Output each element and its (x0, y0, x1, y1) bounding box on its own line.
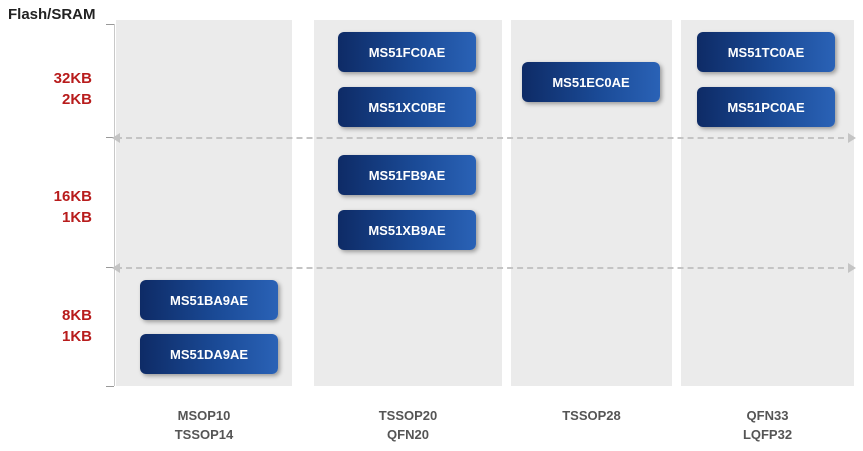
divider-arrow-left-icon (112, 133, 120, 143)
part-ms51pc0ae[interactable]: MS51PC0AE (697, 87, 835, 127)
package-line: MSOP10 (177, 408, 231, 423)
package-line: TSSOP28 (562, 408, 621, 423)
part-ms51fb9ae[interactable]: MS51FB9AE (338, 155, 476, 195)
package-column-qfn33 (681, 20, 854, 386)
y-axis-tick (106, 24, 114, 25)
tier-flash: 32KB (53, 70, 92, 87)
divider-arrow-right-icon (848, 263, 856, 273)
tier-divider-lower (116, 267, 854, 269)
package-label-msop10: MSOP10 TSSOP14 (116, 406, 292, 444)
package-line: LQFP32 (742, 427, 793, 442)
divider-arrow-right-icon (848, 133, 856, 143)
tier-flash: 16KB (53, 188, 92, 205)
part-ms51ba9ae[interactable]: MS51BA9AE (140, 280, 278, 320)
tier-label-8kb: 8KB 1KB (14, 305, 92, 347)
y-axis (114, 24, 115, 386)
part-ms51xb9ae[interactable]: MS51XB9AE (338, 210, 476, 250)
tier-sram: 2KB (61, 91, 92, 108)
tier-label-16kb: 16KB 1KB (14, 186, 92, 228)
package-line: QFN33 (746, 408, 789, 423)
part-ms51da9ae[interactable]: MS51DA9AE (140, 334, 278, 374)
tier-sram: 1KB (61, 209, 92, 226)
package-line: QFN20 (387, 427, 429, 442)
package-label-tssop20: TSSOP20 QFN20 (314, 406, 502, 444)
package-label-qfn33: QFN33 LQFP32 (681, 406, 854, 444)
tier-sram: 1KB (61, 328, 92, 345)
package-label-tssop28: TSSOP28 (511, 406, 672, 425)
part-ms51ec0ae[interactable]: MS51EC0AE (522, 62, 660, 102)
part-ms51tc0ae[interactable]: MS51TC0AE (697, 32, 835, 72)
divider-arrow-left-icon (112, 263, 120, 273)
axis-title: Flash/SRAM (8, 6, 96, 23)
tier-label-32kb: 32KB 2KB (14, 68, 92, 110)
package-column-tssop20 (314, 20, 502, 386)
package-line: TSSOP14 (174, 427, 234, 442)
y-axis-tick (106, 386, 114, 387)
y-axis-tick (106, 267, 114, 268)
tier-flash: 8KB (61, 307, 92, 324)
package-line: TSSOP20 (378, 408, 438, 423)
part-ms51xc0be[interactable]: MS51XC0BE (338, 87, 476, 127)
part-ms51fc0ae[interactable]: MS51FC0AE (338, 32, 476, 72)
y-axis-tick (106, 137, 114, 138)
package-column-msop10 (116, 20, 292, 386)
tier-divider-upper (116, 137, 854, 139)
